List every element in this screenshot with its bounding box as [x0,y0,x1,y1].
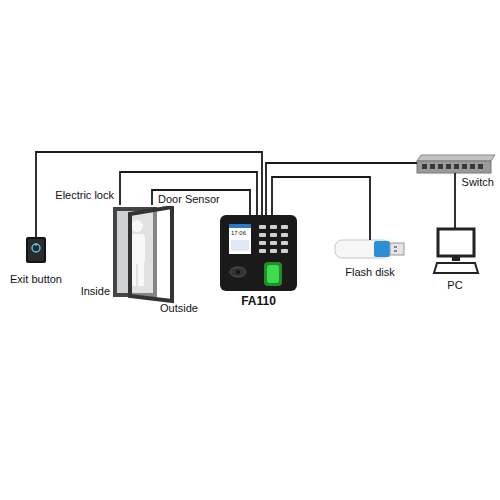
wire-connector [36,152,262,237]
switch-icon [417,155,495,173]
wire-connector [272,177,370,240]
wire-connector [266,163,417,215]
device-label: Flash disk [345,266,395,279]
side-label: Inside [81,285,110,298]
device-label: Switch [462,176,494,189]
access-terminal: FA110 [220,215,297,291]
door-illustration [115,207,172,301]
wire-connector [152,190,250,215]
flash-disk-icon [335,240,404,258]
flash-disk: Flash disk [335,240,405,258]
wire-label: Electric lock [54,189,115,202]
wire-connector [454,173,456,228]
network-switch: Switch [417,155,495,173]
side-label: Outside [160,302,198,315]
exit-button: Exit button [26,237,46,263]
model-label: FA110 [241,295,276,308]
device-label: PC [447,279,462,292]
door: InsideOutside [113,205,173,301]
wire-label: Door Sensor [157,193,221,206]
exit-button-icon [26,237,46,263]
screen-time: 17:06 [231,230,246,237]
wire-connector [120,172,257,215]
pc: PC [433,228,477,274]
device-label: Exit button [10,273,62,286]
fa110-device [220,215,297,291]
pc-icon [434,229,478,273]
